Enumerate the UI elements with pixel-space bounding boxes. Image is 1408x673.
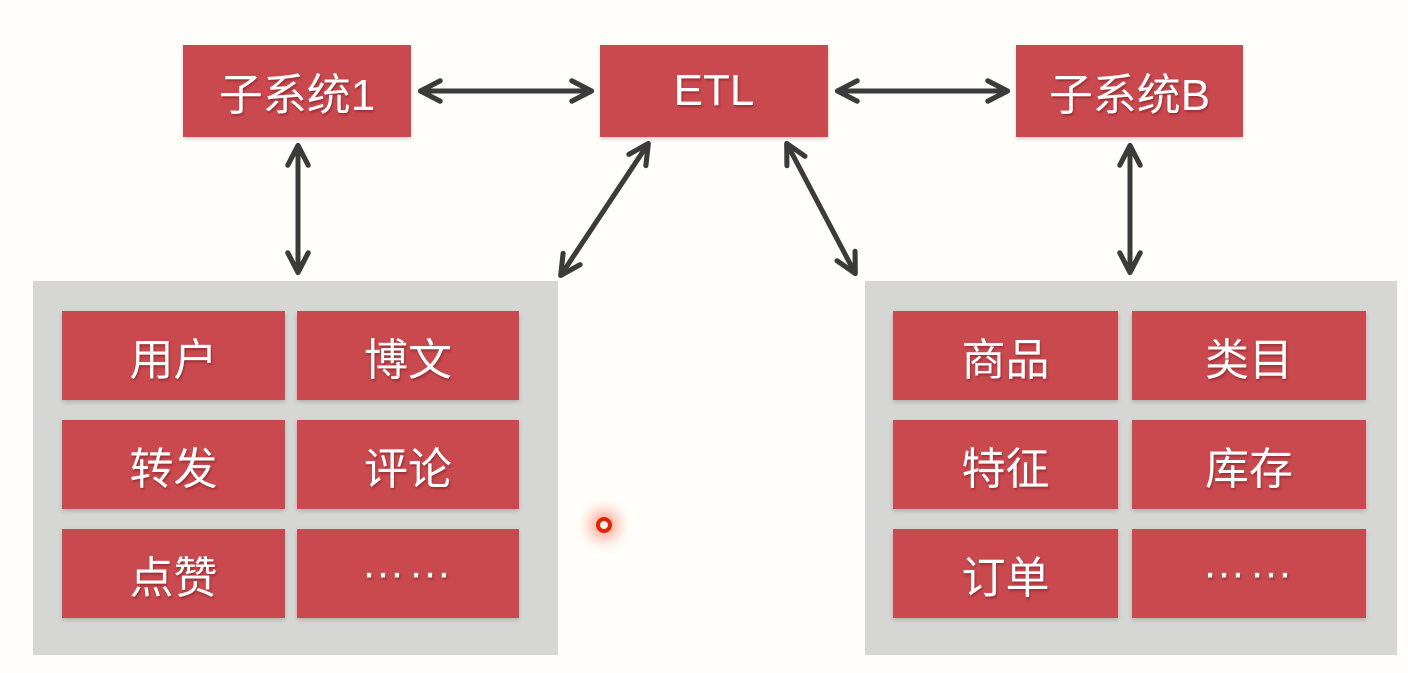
entity-label: 博文: [364, 335, 452, 385]
entity-label: 类目: [1205, 335, 1293, 385]
entity-box-inventory: 库存: [1132, 420, 1366, 509]
arrow-etl-leftgroup: [558, 140, 651, 279]
entity-label: 特征: [961, 444, 1050, 494]
entity-box-ellipsis: ……: [1132, 529, 1366, 618]
entity-label: ……: [1202, 537, 1296, 587]
entity-box-category: 类目: [1132, 311, 1366, 400]
entity-label: 评论: [364, 444, 452, 494]
entity-box-comment: 评论: [297, 420, 519, 509]
left-datastore-group: 用户 博文 转发 评论 点赞 ……: [33, 281, 558, 655]
entity-label: 库存: [1205, 444, 1293, 494]
node-subsystem1: 子系统1: [183, 45, 411, 137]
entity-box-order: 订单: [893, 529, 1118, 618]
node-subsystemB: 子系统B: [1016, 45, 1243, 137]
entity-box-blogpost: 博文: [297, 311, 519, 400]
laser-pointer-dot: [596, 517, 612, 533]
node-etl: ETL: [600, 45, 828, 137]
entity-label: 用户: [129, 335, 218, 385]
entity-label: ……: [361, 537, 455, 587]
entity-label: 转发: [129, 444, 218, 494]
entity-box-user: 用户: [62, 311, 285, 400]
entity-box-product: 商品: [893, 311, 1118, 400]
entity-box-repost: 转发: [62, 420, 285, 509]
arrow-etl-rightgroup: [784, 140, 858, 277]
entity-label: 订单: [961, 553, 1050, 603]
entity-label: 商品: [961, 335, 1050, 385]
entity-box-like: 点赞: [62, 529, 285, 618]
entity-box-ellipsis: ……: [297, 529, 519, 618]
right-datastore-group: 商品 类目 特征 库存 订单 ……: [865, 281, 1397, 655]
entity-label: 点赞: [129, 553, 218, 603]
entity-box-feature: 特征: [893, 420, 1118, 509]
